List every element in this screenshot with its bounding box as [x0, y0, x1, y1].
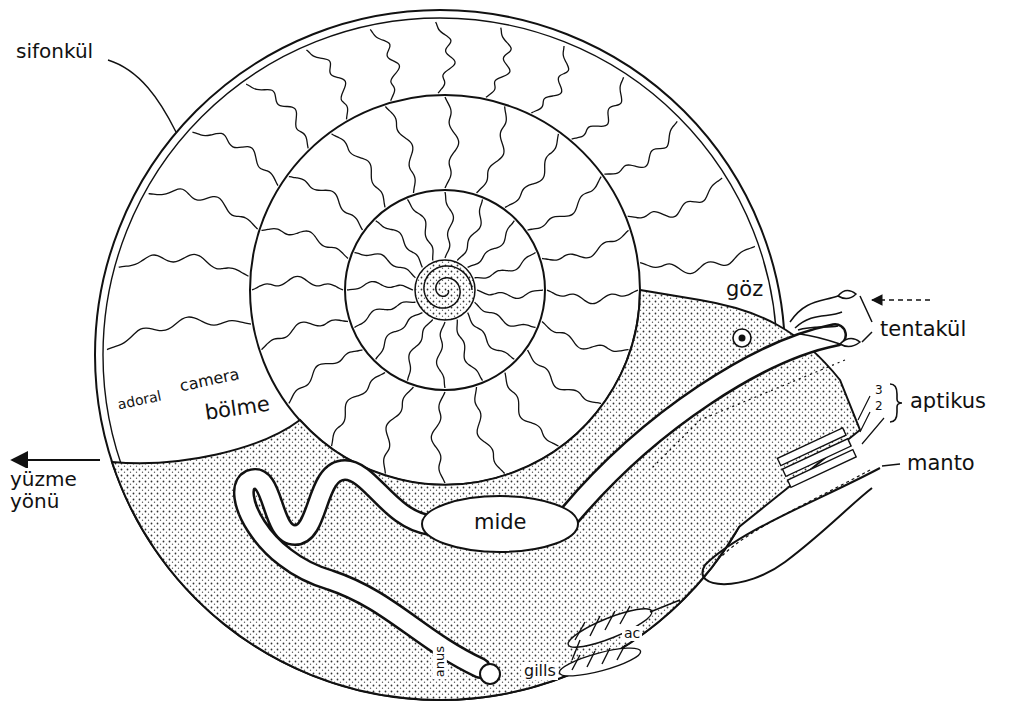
- suture-line: [192, 132, 277, 185]
- stomach: [422, 496, 578, 552]
- suture-line: [347, 282, 413, 290]
- suture-line: [528, 350, 602, 403]
- protoconch: [424, 266, 472, 308]
- part-label: manto: [905, 452, 977, 475]
- whorl: [250, 95, 640, 485]
- suture-line: [149, 189, 258, 229]
- suture-line: [604, 121, 677, 174]
- leader-line: [858, 396, 884, 444]
- gut: [244, 335, 835, 668]
- suture-line: [542, 230, 629, 260]
- suture-line: [505, 134, 558, 208]
- suture-line: [475, 302, 536, 327]
- suture-line: [531, 46, 568, 113]
- tentacles: [790, 290, 872, 346]
- part-label: adoral: [114, 388, 164, 413]
- suture-line: [475, 387, 505, 474]
- part-label: mide: [472, 511, 529, 534]
- suture-line: [376, 313, 423, 360]
- suture-line: [640, 246, 755, 273]
- anus-opening: [480, 664, 500, 684]
- spiral-line: [424, 266, 472, 308]
- suture-line: [370, 29, 399, 100]
- suture-line: [261, 320, 348, 350]
- aptychus-plates: [777, 428, 856, 487]
- suture-line: [547, 290, 638, 304]
- part-label: tentakül: [878, 318, 968, 341]
- part-label: gills: [522, 662, 558, 680]
- suture-line: [407, 199, 433, 260]
- suture-line: [505, 373, 558, 447]
- suture-line: [445, 97, 459, 188]
- suture-line: [332, 134, 385, 208]
- suture-line: [572, 77, 624, 139]
- part-label: aptikus: [908, 390, 988, 413]
- suture-line: [246, 84, 308, 148]
- eye: [733, 329, 751, 347]
- suture-line: [107, 317, 251, 350]
- suture-line: [384, 387, 414, 474]
- part-label: sifonkül: [14, 40, 95, 62]
- suture-line: [468, 221, 515, 268]
- suture-line: [437, 322, 445, 388]
- suture-line: [528, 177, 602, 230]
- suture-line: [445, 192, 453, 258]
- suture-line: [477, 290, 543, 298]
- direction-label: yüzme yönü: [8, 468, 92, 512]
- suture-line: [431, 392, 445, 483]
- whorl: [415, 260, 475, 320]
- suture-line: [468, 313, 515, 360]
- callout-number: 3: [873, 384, 885, 397]
- direction-arrow: [12, 459, 100, 461]
- leader-line: [882, 464, 900, 466]
- leader-line: [108, 60, 176, 132]
- part-label: ac: [622, 626, 642, 641]
- suture-line: [407, 320, 432, 381]
- bracket: [890, 384, 902, 422]
- part-label: göz: [724, 278, 765, 301]
- suture-line: [475, 252, 536, 278]
- suture-line: [486, 28, 511, 98]
- suture-line: [628, 178, 722, 218]
- suture-line: [457, 320, 483, 381]
- part-label: anus: [433, 644, 447, 679]
- flow-arrow: [872, 299, 930, 300]
- body-chamber: [112, 290, 860, 700]
- suture-line: [457, 199, 482, 260]
- suture-line: [289, 177, 363, 230]
- suture-line: [376, 221, 423, 268]
- suture-line: [332, 373, 385, 447]
- suture-line: [354, 252, 415, 277]
- gills-drawing: [557, 600, 680, 682]
- suture-line: [477, 106, 507, 193]
- flow-line: [650, 360, 845, 470]
- whorl: [345, 190, 545, 390]
- suture-line: [354, 302, 415, 328]
- suture-line: [385, 106, 415, 193]
- part-label: bölme: [201, 392, 273, 425]
- suture-line: [261, 229, 348, 259]
- part-label: camera: [176, 365, 243, 396]
- suture-line: [252, 276, 343, 290]
- suture-line: [119, 254, 249, 276]
- suture-line: [289, 350, 363, 403]
- suture-line: [436, 22, 455, 93]
- eye: [739, 335, 746, 342]
- callout-number: 2: [873, 400, 885, 413]
- suture-line: [306, 50, 347, 119]
- suture-line: [542, 322, 629, 352]
